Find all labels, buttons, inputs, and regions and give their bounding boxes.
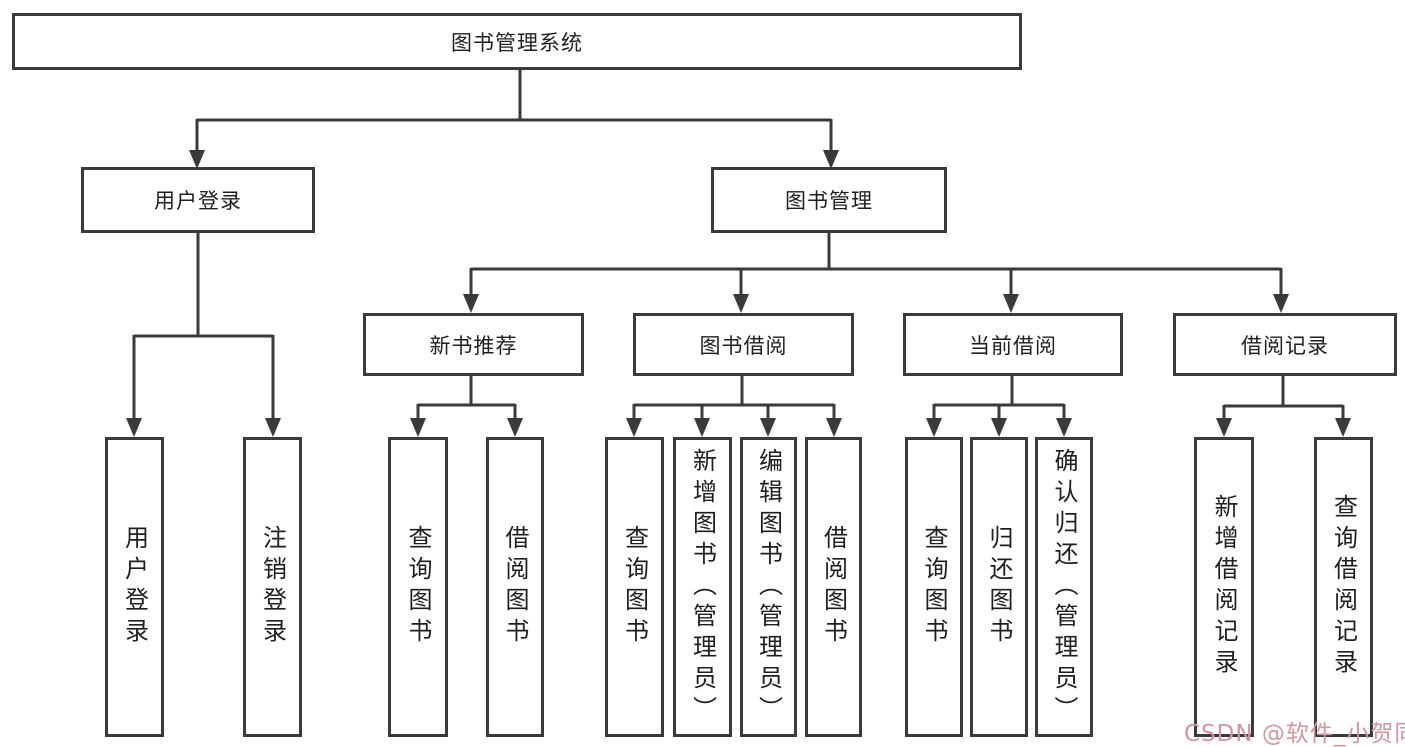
node-book-borrow: 图书借阅 bbox=[633, 313, 854, 376]
connector-book-borrow-children bbox=[626, 375, 842, 437]
leaf-bb-borrow-book-label: 借阅图书 bbox=[819, 525, 848, 649]
leaf-bb-query-book: 查询图书 bbox=[605, 437, 664, 737]
leaf-user-logout-label: 注销登录 bbox=[258, 525, 287, 649]
leaf-cb-return-book-label: 归还图书 bbox=[985, 525, 1013, 649]
leaf-br-add-record: 新增借阅记录 bbox=[1194, 437, 1254, 737]
connector-user-login-children bbox=[126, 232, 281, 437]
node-book-borrow-label: 图书借阅 bbox=[699, 333, 788, 358]
leaf-bb-query-book-label: 查询图书 bbox=[620, 525, 649, 649]
node-root-system: 图书管理系统 bbox=[12, 13, 1022, 70]
leaf-bb-borrow-book: 借阅图书 bbox=[805, 437, 862, 737]
leaf-bb-add-book-admin: 新增图书（管理员） bbox=[673, 437, 732, 737]
leaf-nb-query-book-label: 查询图书 bbox=[404, 525, 432, 649]
leaf-nb-borrow-book-label: 借阅图书 bbox=[501, 525, 529, 649]
node-root-label: 图书管理系统 bbox=[451, 30, 583, 55]
node-new-book-recommend: 新书推荐 bbox=[363, 313, 584, 376]
connector-new-book-children bbox=[410, 375, 523, 437]
node-book-management: 图书管理 bbox=[711, 167, 947, 233]
connector-current-borrow-children bbox=[926, 375, 1072, 437]
leaf-nb-borrow-book: 借阅图书 bbox=[486, 437, 544, 737]
node-new-book-recommend-label: 新书推荐 bbox=[429, 333, 518, 358]
node-current-borrow: 当前借阅 bbox=[903, 313, 1123, 376]
leaf-user-login: 用户登录 bbox=[105, 437, 164, 737]
leaf-br-add-record-label: 新增借阅记录 bbox=[1210, 494, 1238, 680]
leaf-bb-edit-book-admin: 编辑图书（管理员） bbox=[740, 437, 797, 737]
leaf-user-login-label: 用户登录 bbox=[120, 525, 149, 649]
leaf-nb-query-book: 查询图书 bbox=[388, 437, 448, 737]
leaf-user-logout: 注销登录 bbox=[243, 437, 302, 737]
node-user-login: 用户登录 bbox=[81, 167, 315, 233]
connector-root-to-level2 bbox=[189, 69, 839, 169]
node-borrow-record-label: 借阅记录 bbox=[1241, 333, 1329, 358]
leaf-cb-query-book-label: 查询图书 bbox=[920, 525, 948, 649]
leaf-cb-confirm-return-admin-label: 确认归还（管理员） bbox=[1050, 447, 1078, 727]
connector-book-mgmt-to-groups bbox=[463, 232, 1289, 313]
node-book-management-label: 图书管理 bbox=[785, 189, 873, 213]
connector-borrow-record-children bbox=[1216, 375, 1351, 437]
node-current-borrow-label: 当前借阅 bbox=[969, 333, 1057, 358]
leaf-cb-return-book: 归还图书 bbox=[970, 437, 1028, 737]
watermark: CSDN @软件_小贺同学 bbox=[1184, 721, 1405, 747]
leaf-br-query-record: 查询借阅记录 bbox=[1314, 437, 1373, 737]
leaf-bb-edit-book-admin-label: 编辑图书（管理员） bbox=[754, 447, 783, 727]
leaf-cb-confirm-return-admin: 确认归还（管理员） bbox=[1035, 437, 1093, 737]
leaf-bb-add-book-admin-label: 新增图书（管理员） bbox=[688, 447, 717, 727]
node-user-login-label: 用户登录 bbox=[154, 189, 242, 213]
leaf-cb-query-book: 查询图书 bbox=[905, 437, 963, 737]
leaf-br-query-record-label: 查询借阅记录 bbox=[1329, 494, 1358, 680]
node-borrow-record: 借阅记录 bbox=[1173, 313, 1397, 376]
